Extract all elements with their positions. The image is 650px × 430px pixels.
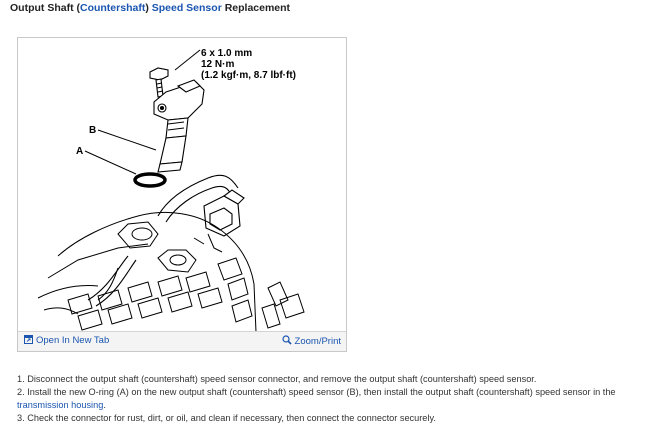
o-ring-drawing — [133, 172, 167, 188]
step-2-end: . — [103, 400, 106, 410]
callout-a: A — [76, 146, 83, 157]
open-new-tab-icon — [24, 335, 33, 344]
spec-leader-line — [174, 49, 201, 71]
speed-sensor-drawing — [153, 79, 205, 173]
spec-torque-alt: (1.2 kgf·m, 8.7 lbf·ft) — [201, 70, 296, 81]
step-3: 3. Check the connector for rust, dirt, o… — [17, 413, 436, 423]
title-prefix: Output Shaft ( — [10, 2, 80, 14]
transmission-housing-link[interactable]: transmission housing — [17, 400, 104, 410]
zoom-magnifier-icon — [281, 335, 292, 345]
step-2-text: 2. Install the new O-ring (A) on the new… — [17, 387, 616, 397]
title-link-speed-sensor[interactable]: Speed Sensor — [151, 2, 222, 14]
callout-b-leader — [97, 129, 157, 151]
figure-footer: Open In New Tab Zoom/Print — [18, 331, 346, 351]
zoom-print-label: Zoom/Print — [294, 336, 341, 347]
sensor-diagram[interactable]: 6 x 1.0 mm 12 N·m (1.2 kgf·m, 8.7 lbf·ft… — [18, 38, 346, 332]
figure-box: 6 x 1.0 mm 12 N·m (1.2 kgf·m, 8.7 lbf·ft… — [17, 37, 347, 352]
transmission-housing-drawing — [37, 211, 305, 332]
page-title: Output Shaft (Countershaft) Speed Sensor… — [10, 2, 290, 14]
callout-a-leader — [84, 150, 137, 175]
step-2: 2. Install the new O-ring (A) on the new… — [17, 386, 637, 412]
connector-drawing — [203, 189, 245, 237]
title-middle: ) — [145, 2, 152, 14]
step-1: 1. Disconnect the output shaft (counters… — [17, 374, 537, 384]
title-suffix: Replacement — [221, 2, 291, 14]
instruction-steps: 1. Disconnect the output shaft (counters… — [17, 373, 637, 425]
spec-torque: 12 N·m — [201, 59, 234, 70]
open-new-tab-label: Open In New Tab — [36, 335, 110, 346]
hose-drawing — [87, 174, 239, 307]
spec-bolt-size: 6 x 1.0 mm — [201, 48, 252, 59]
callout-b: B — [89, 125, 96, 136]
title-link-countershaft[interactable]: Countershaft — [79, 2, 146, 14]
open-new-tab-link[interactable]: Open In New Tab — [24, 335, 109, 346]
zoom-print-link[interactable]: Zoom/Print — [281, 335, 341, 347]
